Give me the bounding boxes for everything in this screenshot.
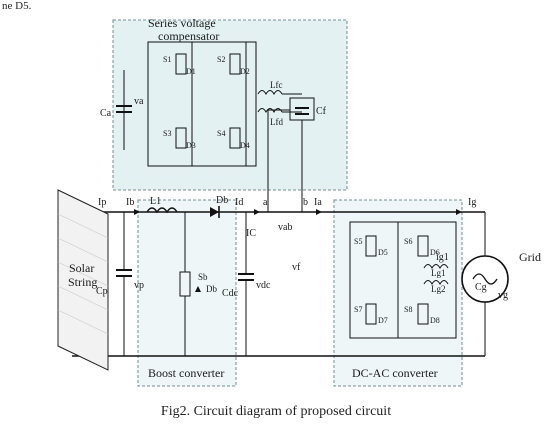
label-d4: D4 <box>240 141 250 150</box>
dcac-converter-label: DC-AC converter <box>352 366 438 380</box>
label-d7: D7 <box>378 316 388 325</box>
label-ig1: ig1 <box>436 252 449 263</box>
label-cg: Cg <box>475 282 487 293</box>
label-lfd: Lfd <box>270 117 283 127</box>
label-cf: Cf <box>316 106 327 117</box>
label-l1: L1 <box>150 196 161 207</box>
label-vg: vg <box>498 290 508 301</box>
label-ia: Ia <box>314 197 322 208</box>
label-d5: D5 <box>378 248 388 257</box>
solar-label-line2: String <box>68 275 97 289</box>
figure-caption: Fig2. Circuit diagram of proposed circui… <box>160 404 392 419</box>
label-lg1: Lg1 <box>431 268 446 278</box>
label-lg2: Lg2 <box>431 284 446 294</box>
boost-converter-block <box>137 199 237 387</box>
label-cp: Cp <box>96 286 108 297</box>
label-s1: S1 <box>163 55 171 64</box>
label-d6: D6 <box>430 248 440 257</box>
label-vab: vab <box>278 222 292 233</box>
solar-label-line1: Solar <box>69 261 94 275</box>
label-d3: D3 <box>186 141 196 150</box>
label-s4: S4 <box>217 129 225 138</box>
label-ic: IC <box>246 228 256 239</box>
label-lfc: Lfc <box>270 80 283 90</box>
label-id: Id <box>235 197 243 208</box>
label-s2: S2 <box>217 55 225 64</box>
label-vdc: vdc <box>256 280 271 291</box>
label-cdc: Cdc <box>222 288 239 299</box>
label-ip: Ip <box>98 197 106 208</box>
label-d1: D1 <box>186 67 196 76</box>
label-b: b <box>303 197 308 208</box>
label-s6: S6 <box>404 237 412 246</box>
label-a: a <box>263 197 268 208</box>
grid-label: Grid <box>519 250 541 264</box>
label-dbs: Db <box>206 284 217 294</box>
label-ig: Ig <box>468 197 476 208</box>
series-title-line2: compensator <box>158 29 219 43</box>
label-ca: Ca <box>100 108 112 119</box>
label-vp: vp <box>134 280 144 291</box>
label-ib: Ib <box>126 197 134 208</box>
series-title-line1: Series voltage <box>148 16 216 30</box>
label-s5: S5 <box>354 237 362 246</box>
label-s3: S3 <box>163 129 171 138</box>
label-s7: S7 <box>354 305 362 314</box>
top-text-fragment: ne D5. <box>2 0 32 12</box>
label-vf: vf <box>292 262 301 273</box>
label-d8: D8 <box>430 316 440 325</box>
label-va: va <box>134 96 144 107</box>
label-d2: D2 <box>240 67 250 76</box>
boost-converter-label: Boost converter <box>148 366 224 380</box>
solar-string-panel <box>57 189 109 371</box>
label-sb: Sb <box>198 272 208 282</box>
label-s8: S8 <box>404 305 412 314</box>
label-db: Db <box>216 195 228 206</box>
